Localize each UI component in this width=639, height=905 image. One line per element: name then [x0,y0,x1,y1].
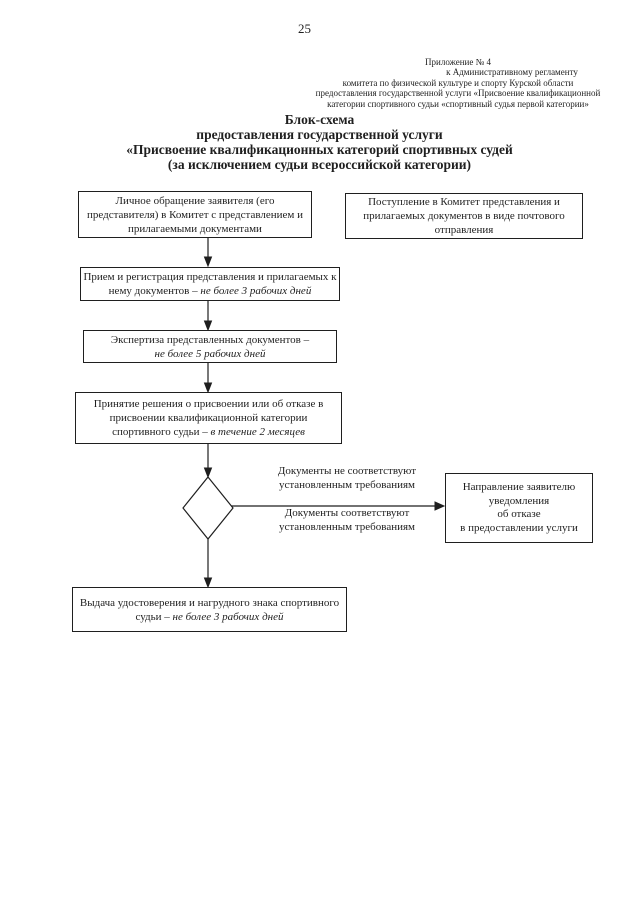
annex-note: Приложение № 4 к Административному регла… [308,57,608,109]
page-title: Блок-схема предоставления государственно… [0,112,639,172]
arrowhead [203,577,213,589]
branch-label-not-conforming: Документы не соответствуют установленным… [277,465,417,491]
arrowhead [203,467,213,479]
box-refusal-line: Направление заявителю [462,481,576,493]
box-personal-application-text: Личное обращение заявителя (его представ… [86,194,303,235]
title-line: предоставления государственной услуги [196,127,443,142]
arrowhead [434,501,446,511]
box-expertise: Экспертиза представленных документов –не… [83,330,337,363]
branch-label-conforming: Документы соответствуют установленным тр… [278,507,416,533]
box-issue-text: Выдача удостоверения и нагрудного знака … [79,596,340,623]
page-number: 25 [298,21,311,36]
box-registration: Прием и регистрация представления и прил… [80,267,340,301]
title-line: Блок-схема [284,112,355,127]
box-decision-text: Принятие решения о присвоении или об отк… [93,398,324,438]
arrowhead [203,320,213,332]
decision-diamond [182,476,234,540]
box-issue-term: не более 3 рабочих дней [172,610,284,623]
box-decision-making: Принятие решения о присвоении или об отк… [75,392,342,444]
box-registration-term: не более 3 рабочих дней [200,285,312,297]
arrowhead [203,256,213,268]
annex-line: категории спортивного судьи «спортивный … [327,98,589,109]
box-personal-application: Личное обращение заявителя (его представ… [78,191,312,238]
arrowhead [203,382,213,394]
box-refusal-line: об отказе [497,508,541,520]
annex-line: предоставления государственной услуги «П… [315,88,601,99]
box-expertise-text: Экспертиза представленных документов – [110,333,310,346]
box-decision-term: в течение 2 месяцев [210,426,305,438]
title-line: (за исключением судьи всероссийской кате… [167,157,472,172]
annex-line: к Административному регламенту [446,67,578,78]
annex-line: комитета по физической культуре и спорту… [342,77,574,88]
box-refusal-line: в предоставлении услуги [460,521,578,534]
annex-line: Приложение № 4 [425,57,491,67]
box-mail-receipt: Поступление в Комитет представления и пр… [345,193,583,239]
box-issue-certificate: Выдача удостоверения и нагрудного знака … [72,587,347,632]
box-refusal-line: уведомления [488,494,550,507]
box-expertise-term: не более 5 рабочих дней [154,347,266,360]
box-registration-text: Прием и регистрация представления и прил… [83,271,337,297]
box-refusal-notice: Направление заявителю уведомления об отк… [445,473,593,543]
box-mail-receipt-text: Поступление в Комитет представления и пр… [363,196,565,236]
title-line: «Присвоение квалификационных категорий с… [126,142,513,157]
